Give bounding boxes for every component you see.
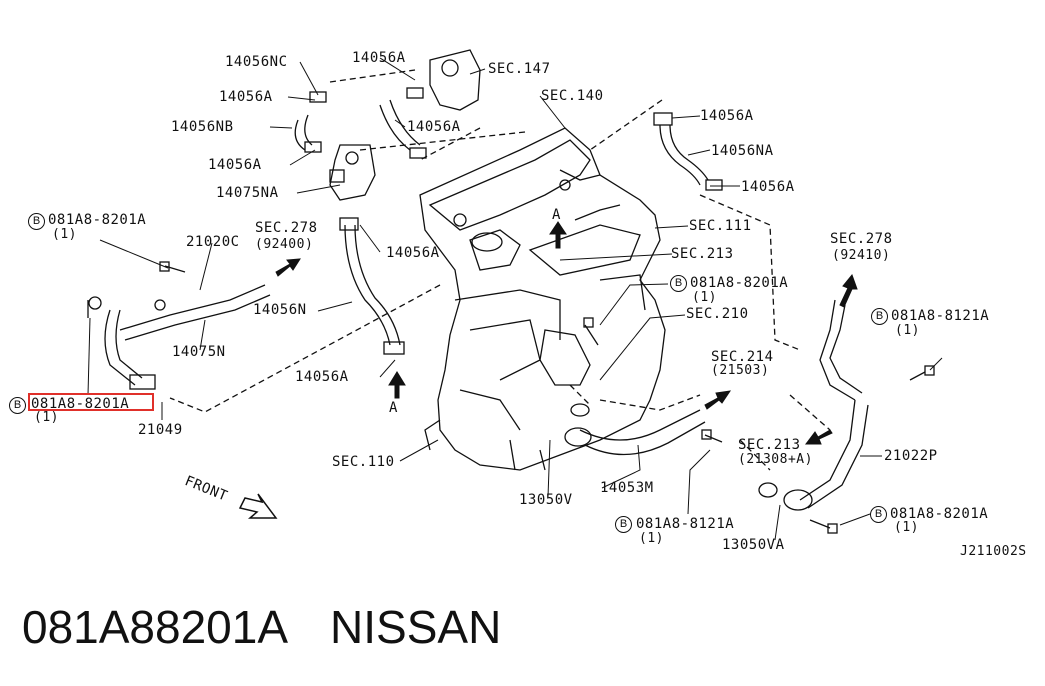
engine-block xyxy=(419,127,666,471)
label-14056a-top: 14056A xyxy=(352,50,406,66)
clamps xyxy=(304,87,723,191)
label-qty-3: (1) xyxy=(895,323,920,338)
label-14056nc: 14056NC xyxy=(225,54,288,70)
label-13050v: 13050V xyxy=(519,492,573,508)
label-sec140: SEC.140 xyxy=(541,88,604,104)
label-sec213-bottom-sub: (21308+A) xyxy=(738,452,813,467)
label-21022p: 21022P xyxy=(884,448,938,464)
label-14056a-right-top: 14056A xyxy=(700,108,754,124)
label-14056nb: 14056NB xyxy=(171,119,234,135)
label-arrow-a-top: A xyxy=(552,207,561,223)
label-14056a-leftlow: 14056A xyxy=(208,157,262,173)
label-14056n: 14056N xyxy=(253,302,307,318)
label-sec278-a: SEC.278 xyxy=(255,220,318,236)
label-14056a-center: 14056A xyxy=(386,245,440,261)
label-14056a-mid: 14056A xyxy=(407,119,461,135)
label-14056na: 14056NA xyxy=(711,143,774,159)
label-14056a-left: 14056A xyxy=(219,89,273,105)
label-qty-4: (1) xyxy=(639,531,664,546)
label-sec213-top: SEC.213 xyxy=(671,246,734,262)
label-sec210: SEC.210 xyxy=(686,306,749,322)
b-symbol-4: B xyxy=(615,516,632,533)
label-14075n: 14075N xyxy=(172,344,226,360)
label-sec278-a-sub: (92400) xyxy=(255,237,314,252)
label-sec147: SEC.147 xyxy=(488,61,551,77)
leader-lines xyxy=(87,57,943,541)
b-symbol-5: B xyxy=(870,506,887,523)
b-symbol-highlight: B xyxy=(9,397,26,414)
hose-14056na xyxy=(653,112,709,186)
label-qty-2: (1) xyxy=(692,290,717,305)
b-symbol-3: B xyxy=(871,308,888,325)
label-13050va: 13050VA xyxy=(722,537,785,553)
part-highlight-box[interactable] xyxy=(28,393,154,411)
b-symbol-1: B xyxy=(28,213,45,230)
label-21020c: 21020C xyxy=(186,234,240,250)
label-qty-1: (1) xyxy=(52,227,77,242)
label-sec278-b-sub: (92410) xyxy=(832,248,891,263)
label-14056a-right: 14056A xyxy=(741,179,795,195)
label-081a8-8121a-1: 081A8-8121A xyxy=(891,308,990,324)
part-number: 081A88201A xyxy=(22,601,289,653)
label-081a8-8201a-highlight[interactable]: 081A8-8201A xyxy=(31,396,130,412)
label-14056a-bottom: 14056A xyxy=(295,369,349,385)
pipe-14053m xyxy=(564,403,706,456)
brand-name: NISSAN xyxy=(330,601,502,653)
label-arrow-a-bottom: A xyxy=(389,400,398,416)
label-081a8-8121a-2: 081A8-8121A xyxy=(636,516,735,532)
label-14075na: 14075NA xyxy=(216,185,279,201)
pipe-14075n xyxy=(88,284,271,390)
label-sec110: SEC.110 xyxy=(332,454,395,470)
direction-arrows xyxy=(275,221,858,445)
label-081a8-8201a-1: 081A8-8201A xyxy=(48,212,147,228)
label-qty-5: (1) xyxy=(894,520,919,535)
label-21049: 21049 xyxy=(138,422,183,438)
front-arrow xyxy=(238,493,278,519)
b-symbol-2: B xyxy=(670,275,687,292)
reference-lines xyxy=(169,69,831,471)
diagram-code: J211002S xyxy=(960,544,1027,559)
label-081a8-8201a-2: 081A8-8201A xyxy=(690,275,789,291)
label-sec111: SEC.111 xyxy=(689,218,752,234)
label-sec214: SEC.214 xyxy=(711,349,774,365)
pipe-21022p xyxy=(758,299,869,511)
label-sec213-bottom: SEC.213 xyxy=(738,437,801,453)
label-sec278-b: SEC.278 xyxy=(830,231,893,247)
label-081a8-8201a-3: 081A8-8201A xyxy=(890,506,989,522)
hose-14056n xyxy=(339,217,405,355)
label-qty-highlight: (1) xyxy=(34,410,59,425)
egr-valve-assembly xyxy=(294,49,481,201)
label-14053m: 14053M xyxy=(600,480,654,496)
exploded-parts-diagram xyxy=(87,49,943,541)
part-footer: 081A88201A NISSAN xyxy=(22,600,543,654)
label-sec214-sub: (21503) xyxy=(711,363,770,378)
bolts xyxy=(87,261,935,534)
